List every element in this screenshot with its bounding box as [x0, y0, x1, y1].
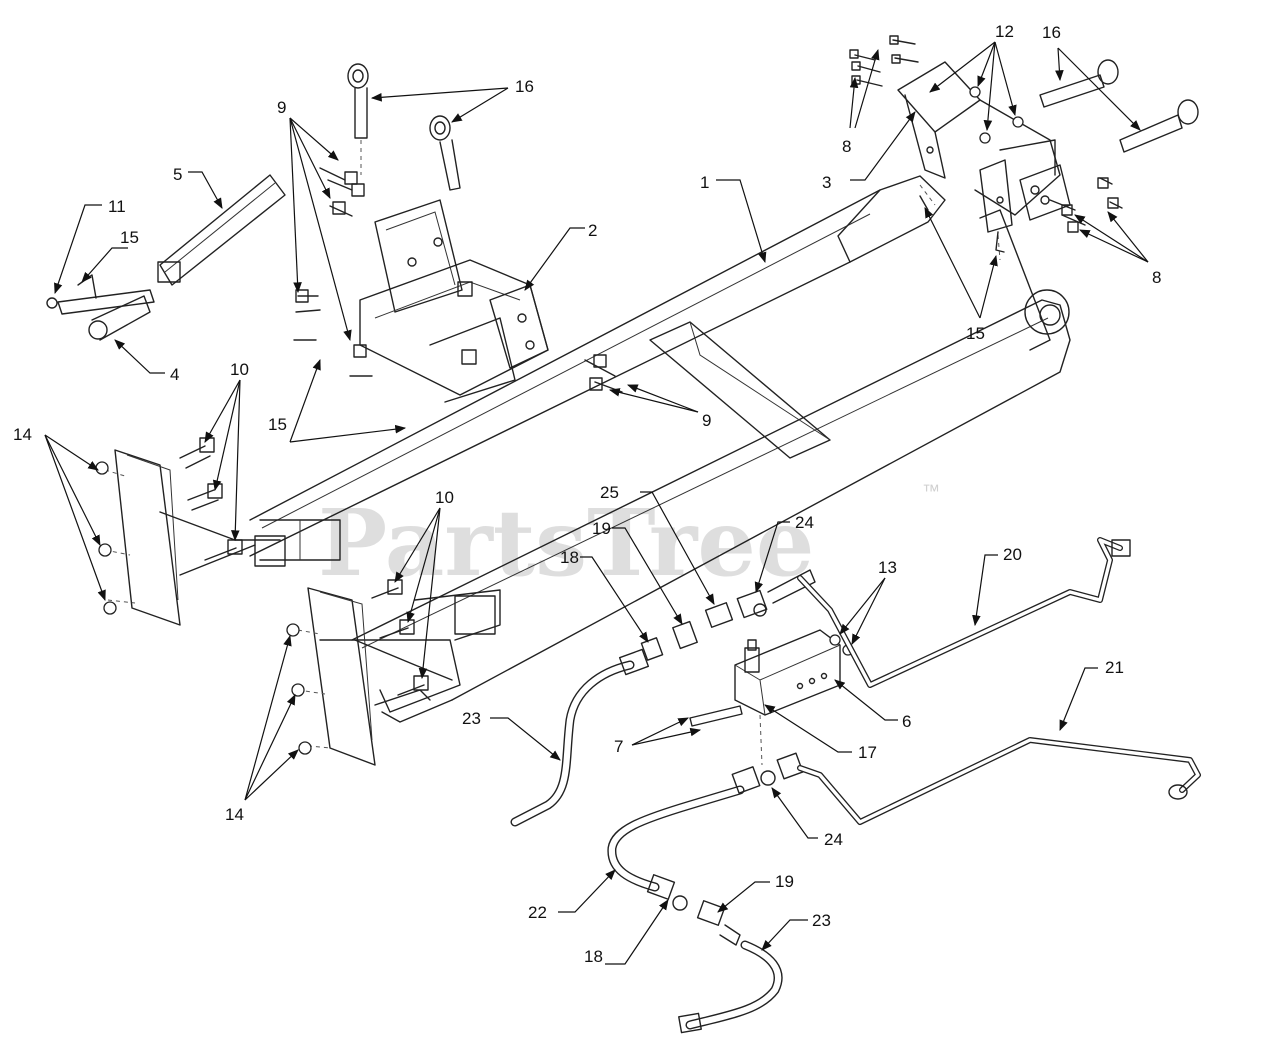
callout-9-top[interactable]: 9: [277, 98, 286, 117]
callout-17[interactable]: 17: [858, 743, 877, 762]
callout-19-upper[interactable]: 19: [592, 519, 611, 538]
bolts-8-right: [1049, 177, 1123, 233]
bolts-lower: [371, 579, 429, 696]
callout-10-upper[interactable]: 10: [230, 360, 249, 379]
hydraulic-hose-22: [607, 785, 745, 946]
callout-6[interactable]: 6: [902, 712, 911, 731]
hydraulic-hose-23-lower: [678, 940, 783, 1034]
callout-25[interactable]: 25: [600, 483, 619, 502]
callout-9-right[interactable]: 9: [702, 411, 711, 430]
fittings-lower: [731, 752, 804, 794]
bolts-9: [293, 167, 623, 393]
nuts-12: [969, 86, 1024, 144]
valve-assembly: [689, 629, 854, 766]
main-frame: [249, 175, 1071, 713]
end-plate-upper: [104, 449, 286, 626]
watermark-text: PartsTree: [318, 489, 814, 597]
callout-8-top[interactable]: 8: [842, 137, 851, 156]
hex-nuts-upper: [95, 461, 117, 615]
callout-22[interactable]: 22: [528, 903, 547, 922]
callout-16-right[interactable]: 16: [1042, 23, 1061, 42]
bolts-upper: [179, 437, 243, 561]
right-bracket: [897, 61, 1071, 261]
callout-8-right[interactable]: 8: [1152, 268, 1161, 287]
lynch-pins-16-right: [1039, 59, 1199, 153]
bolts-8-top: [849, 35, 919, 87]
lynch-pins-16-left: [347, 63, 461, 191]
cylinder-rod: [46, 174, 286, 341]
callout-7[interactable]: 7: [614, 737, 623, 756]
leader-lines: [44, 41, 1149, 965]
callout-5[interactable]: 5: [173, 165, 182, 184]
callout-20[interactable]: 20: [1003, 545, 1022, 564]
watermark: PartsTree ™: [318, 481, 940, 597]
callout-21[interactable]: 21: [1105, 658, 1124, 677]
watermark-trademark: ™: [922, 481, 940, 501]
callout-11[interactable]: 11: [108, 197, 126, 216]
callout-10-lower[interactable]: 10: [435, 488, 454, 507]
callout-12[interactable]: 12: [995, 22, 1014, 41]
callout-14-upper[interactable]: 14: [13, 425, 32, 444]
callout-24-upper[interactable]: 24: [795, 513, 814, 532]
callout-23-upper[interactable]: 23: [462, 709, 481, 728]
callout-4[interactable]: 4: [170, 365, 179, 384]
callout-18-upper[interactable]: 18: [560, 548, 579, 567]
callout-15-center[interactable]: 15: [268, 415, 287, 434]
hex-nuts-lower: [286, 623, 312, 755]
callout-18-lower[interactable]: 18: [584, 947, 603, 966]
end-plate-lower: [297, 587, 453, 766]
callout-14-lower[interactable]: 14: [225, 805, 244, 824]
callout-15-right[interactable]: 15: [966, 324, 985, 343]
callout-2[interactable]: 2: [588, 221, 597, 240]
hydraulic-tube-20: [797, 537, 1131, 688]
callout-labels: 1 2 3 4 5 6 7 8 8 9 9 10 10 11 12 13 14 …: [13, 22, 1161, 966]
callout-19-lower[interactable]: 19: [775, 872, 794, 891]
callout-13[interactable]: 13: [878, 558, 897, 577]
callout-24-lower[interactable]: 24: [824, 830, 843, 849]
hydraulic-hose-23-upper: [510, 648, 650, 827]
callout-16-center[interactable]: 16: [515, 77, 534, 96]
hydraulic-tube-21: [797, 737, 1201, 825]
mount-bracket: [359, 199, 549, 403]
callout-23-lower[interactable]: 23: [812, 911, 831, 930]
callout-3[interactable]: 3: [822, 173, 831, 192]
callout-15-cylinder[interactable]: 15: [120, 228, 139, 247]
callout-1[interactable]: 1: [700, 173, 709, 192]
